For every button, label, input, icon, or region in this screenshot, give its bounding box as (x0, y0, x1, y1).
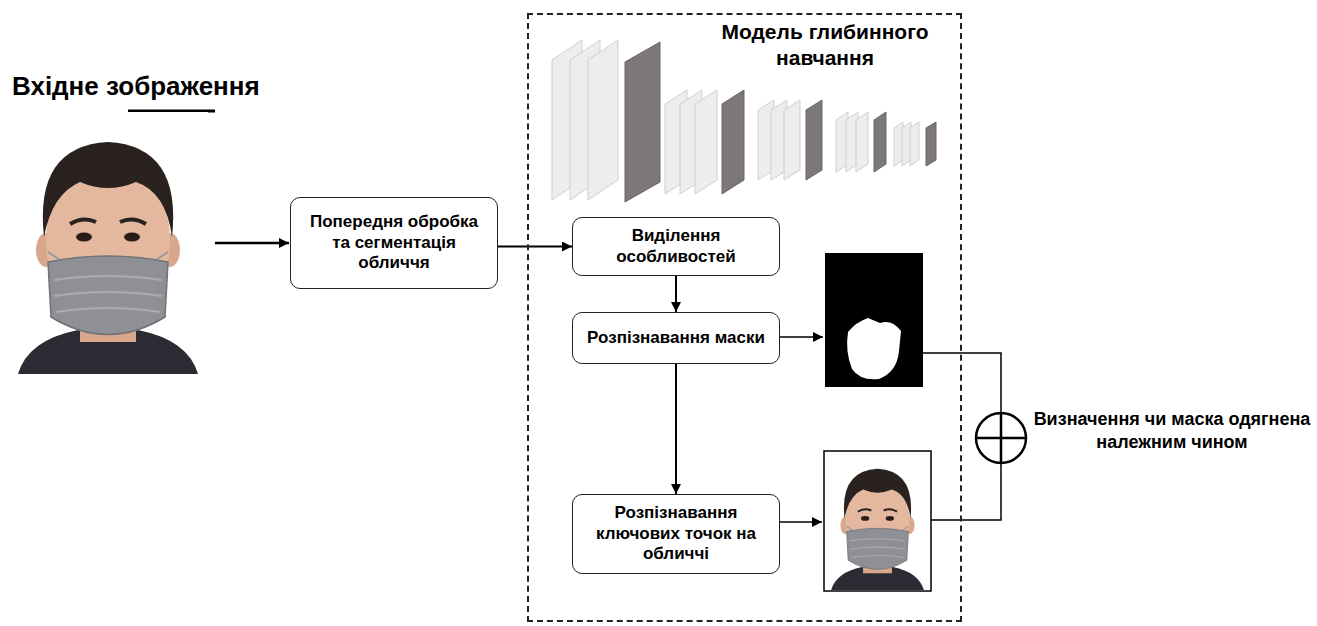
flow-arrow (675, 364, 677, 494)
region-heading: Модель глибинного навчання (694, 19, 956, 72)
box-label: Виділення особливостей (581, 226, 771, 267)
process-box: Попередня обробка та сегментація обличчя (290, 197, 498, 289)
result-label: Визначення чи маска одягнена належним чи… (1030, 408, 1314, 453)
image-caption: Вхідне зображення (12, 70, 312, 103)
box-label: Розпізнавання маски (587, 328, 765, 348)
box-label: Попередня обробка та сегментація обличчя (299, 212, 489, 273)
flow-arrow (675, 276, 677, 312)
flow-arrow (498, 246, 572, 248)
model-region: Модель глибинного навчанняВиділення особ… (527, 13, 962, 622)
process-box: Розпізнавання маски (572, 312, 780, 364)
process-box: Розпізнавання ключових точок на обличчі (572, 494, 780, 574)
process-box: Виділення особливостей (572, 217, 780, 276)
box-label: Розпізнавання ключових точок на обличчі (581, 503, 771, 564)
